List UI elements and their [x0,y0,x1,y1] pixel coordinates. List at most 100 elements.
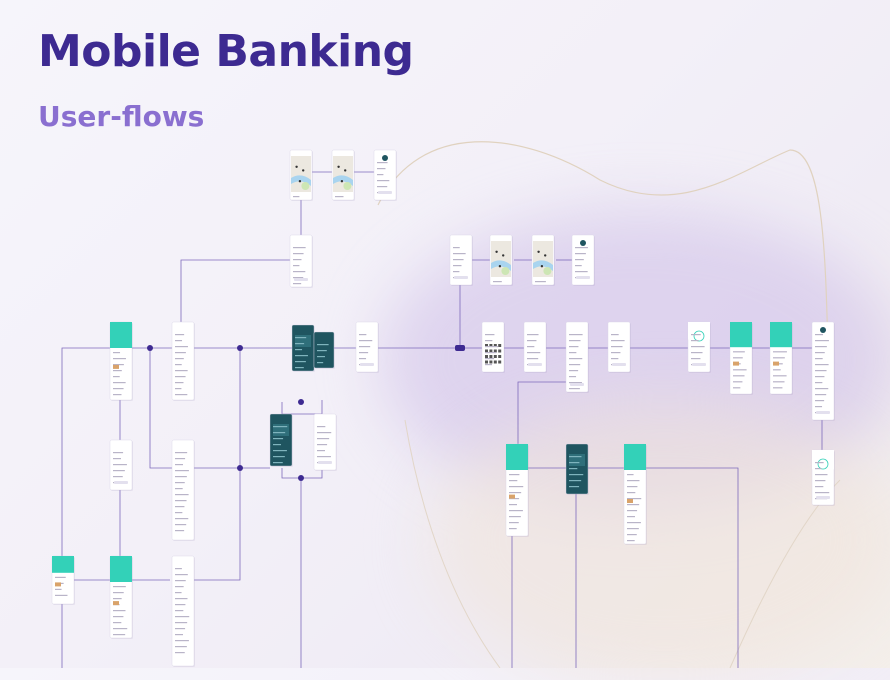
text-line [773,381,785,383]
page-subtitle: User-flows [38,100,205,133]
text-line [611,340,625,342]
text-line [113,352,121,354]
text-line [293,277,304,279]
text-line [815,394,827,396]
text-line [113,358,126,360]
text-line [569,346,579,348]
screen-header [770,322,792,348]
screen-thumbnail [289,149,313,201]
thumbnail-image [113,364,119,369]
map-pin-icon [537,250,540,253]
screen-header [110,322,132,348]
text-line [293,253,304,255]
text-line [509,492,522,494]
text-line [691,334,701,336]
screen-thumbnail [565,321,589,393]
text-line [527,352,541,354]
success-icon [693,330,705,342]
text-line [113,382,126,384]
text-line [815,358,823,360]
text-line [113,634,126,636]
screen-thumbnail [607,321,631,373]
text-line [815,334,823,336]
screen-thumbnail [449,234,473,286]
text-line [815,492,830,494]
text-line [527,358,539,360]
grid-icon [485,349,488,353]
text-line [509,474,520,476]
text-line [575,265,582,267]
text-line [317,444,328,446]
grid-icon [493,355,497,358]
text-line [273,450,287,452]
text-line [113,598,122,600]
text-line [569,486,580,488]
screen-thumbnail [313,413,337,471]
text-line [55,594,68,596]
connector [281,400,323,415]
text-line [627,492,636,494]
map-park [343,182,352,190]
screen-header [506,444,528,470]
text-line [773,357,785,359]
screen-button [318,461,332,464]
text-line [627,528,639,530]
text-line [627,486,638,488]
avatar [580,240,586,246]
text-line [175,568,182,570]
connector [194,348,241,581]
text-line [175,524,187,526]
text-line [815,400,825,402]
text-line [569,474,584,476]
text-line [611,358,619,360]
text-line [485,346,499,348]
text-line [569,358,583,360]
text-line [815,480,826,482]
text-line [733,351,745,353]
map-pin-icon [337,165,340,168]
text-line [175,574,188,576]
screen-button [528,363,542,366]
text-line [113,370,122,372]
text-line [293,271,306,273]
text-line [175,364,182,366]
text-line [611,352,621,354]
screen-header [110,556,132,582]
text-line [175,358,184,360]
text-line [113,394,122,396]
screen-thumbnail [523,321,547,373]
screen-button [294,278,308,281]
text-line [175,640,189,642]
map-pin-icon [544,254,547,257]
text-line [113,376,120,378]
text-line [691,352,703,354]
text-line [569,352,577,354]
text-line [113,470,125,472]
text-line [359,334,367,336]
screen-frame [565,321,589,393]
text-line [175,388,182,390]
text-line [453,247,460,249]
thumbnail-image [55,582,61,587]
text-line [295,349,303,351]
text-line [485,334,495,336]
screen-button [816,411,830,414]
text-line [569,462,580,464]
screen-thumbnail [373,149,397,201]
text-line [569,376,577,378]
text-line [377,186,388,188]
grid-icon [498,360,502,364]
grid-icon [498,349,502,353]
text-line [293,259,302,261]
screen-thumbnail [687,321,711,373]
text-line [293,196,300,198]
text-line [575,271,588,273]
text-line [175,646,187,648]
screen-thumbnail [811,449,835,506]
text-line [377,180,390,182]
text-line [359,346,371,348]
map-pin-icon [295,165,298,168]
map-river [533,260,553,271]
text-line [627,510,638,512]
text-line [569,468,578,470]
